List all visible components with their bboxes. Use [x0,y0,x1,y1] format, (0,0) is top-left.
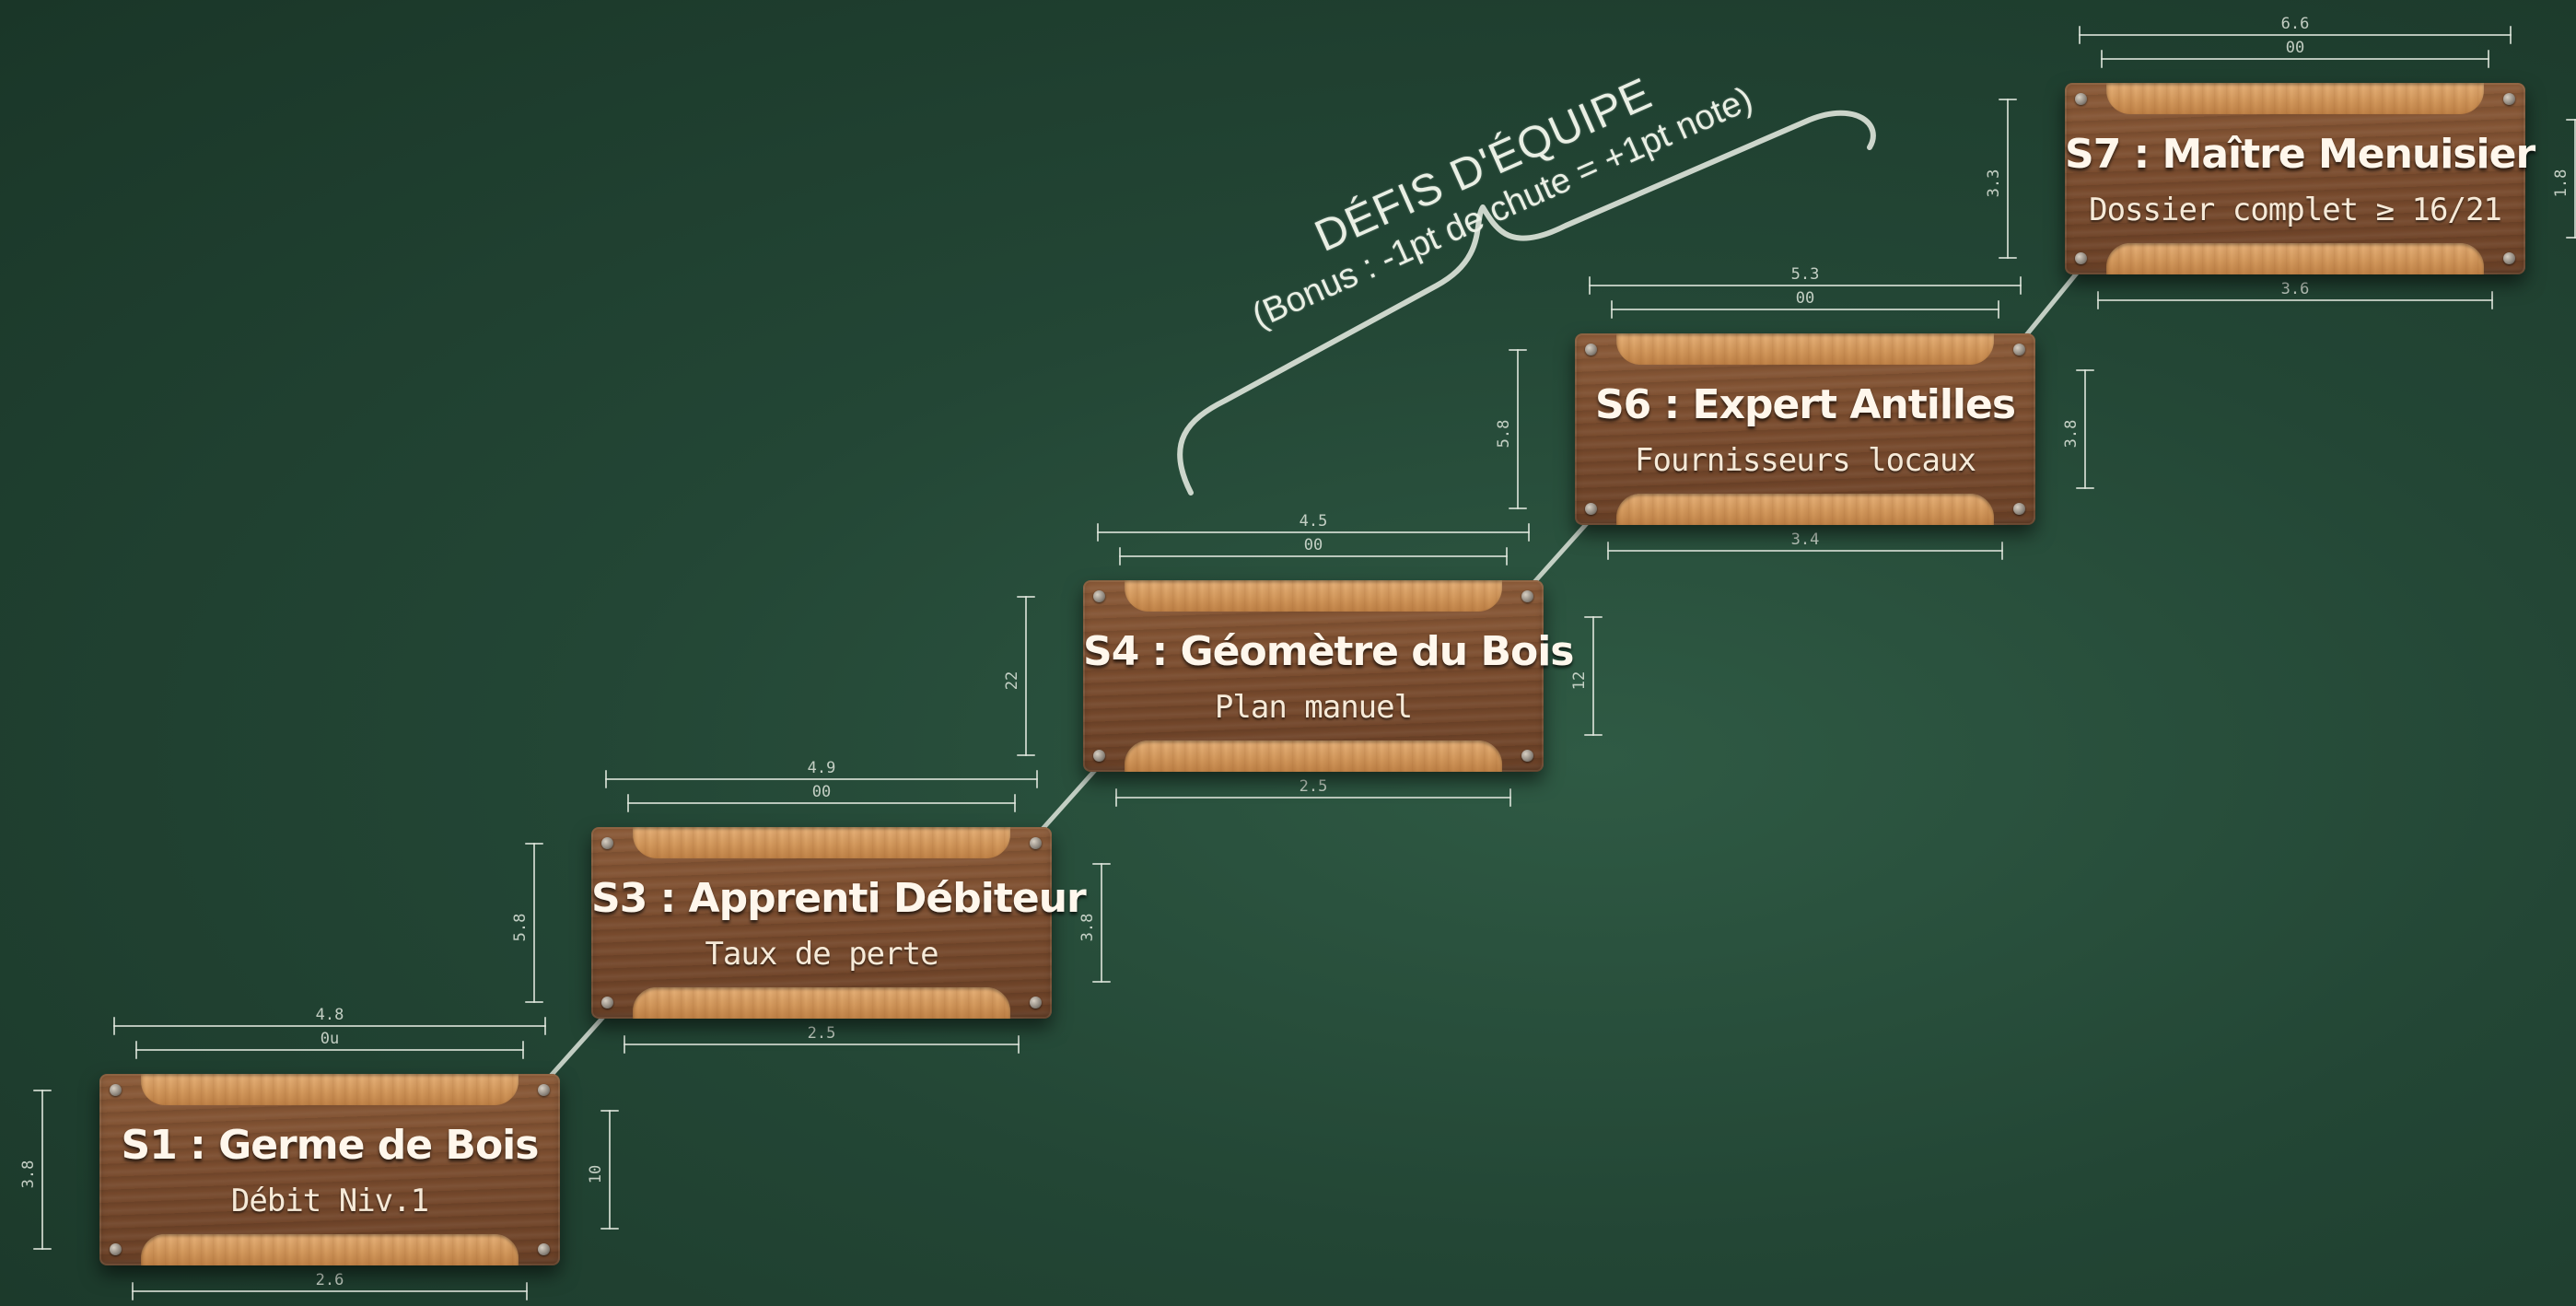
wood-inlay [141,1234,519,1265]
wood-inlay [1125,740,1502,772]
screw-icon [1093,750,1105,762]
screw-icon [2503,252,2515,264]
screw-icon [2013,503,2025,515]
dim-top-outer-label: 5.3 [1791,265,1820,284]
dim-right-label: 10 [587,1165,605,1184]
connector-line [1040,765,1100,832]
step-title: S1 : Germe de Bois [121,1122,540,1169]
step-plank-s4: S4 : Géomètre du Bois Plan manuel [1083,580,1574,772]
dim-top-inner-label: 00 [812,783,831,801]
dim-top-outer-label: 4.9 [808,759,836,777]
screw-icon [2075,252,2087,264]
dim-right-label: 12 [1570,671,1589,690]
dim-right-label: 3.8 [1078,914,1097,942]
dim-top-inner-label: 00 [2286,39,2304,57]
dim-top-inner-label: 0u [321,1030,339,1048]
screw-icon [538,1243,550,1255]
step-subtitle: Débit Niv.1 [230,1183,429,1219]
dim-left-label: 5.8 [511,914,530,942]
step-title: S3 : Apprenti Débiteur [591,875,1087,922]
connector-line [2023,268,2081,338]
dim-top-outer-label: 4.5 [1300,512,1328,531]
wood-inlay [633,827,1010,858]
dim-bottom-label: 3.6 [2281,280,2310,298]
wood-inlay [1616,333,1994,365]
dim-bottom-label: 3.4 [1791,531,1820,549]
screw-icon [110,1084,122,1096]
dim-top-inner-label: 00 [1796,289,1814,308]
dim-right-label: 3.8 [2062,420,2081,449]
step-plank-s6: S6 : Expert Antilles Fournisseurs locaux [1575,333,2035,525]
step-subtitle: Taux de perte [705,936,938,973]
screw-icon [110,1243,122,1255]
step-plank-s3: S3 : Apprenti Débiteur Taux de perte [591,827,1087,1019]
step-title: S4 : Géomètre du Bois [1083,628,1574,675]
screw-icon [2013,344,2025,356]
connector-lines [548,268,2081,1079]
screw-icon [1585,503,1597,515]
wood-inlay [141,1074,519,1105]
dim-bottom-label: 2.6 [316,1271,344,1289]
dim-bottom-label: 2.5 [1300,777,1328,796]
wood-inlay [1125,580,1502,612]
step-title: S6 : Expert Antilles [1594,381,2016,428]
dim-left-label: 22 [1003,671,1021,690]
step-plank-s1: S1 : Germe de Bois Débit Niv.1 [99,1074,560,1265]
connector-line [548,1012,608,1079]
step-subtitle: Fournisseurs locaux [1635,442,1976,479]
dim-left-label: 3.8 [19,1160,38,1189]
step-plank-s7: S7 : Maître Menuisier Dossier complet ≥ … [2065,83,2535,274]
screw-icon [1030,837,1042,849]
screw-icon [538,1084,550,1096]
screw-icon [601,837,613,849]
step-title: S7 : Maître Menuisier [2065,131,2535,178]
curly-brace [1177,110,1876,496]
dim-top-outer-label: 6.6 [2281,15,2310,33]
dim-top-inner-label: 00 [1304,536,1323,554]
dim-bottom-label: 2.5 [808,1024,836,1043]
screw-icon [1585,344,1597,356]
dim-right-label: 1.8 [2552,169,2570,198]
step-subtitle: Dossier complet ≥ 16/21 [2089,192,2502,228]
connector-line [1532,519,1591,585]
dim-left-label: 3.3 [1985,169,2003,198]
dimension-lines: 4.8 0u 3.8 10 2.6 4.9 00 5.8 3.8 2.5 4.5 00 22 12 2.5 5… [19,15,2576,1300]
screw-icon [1093,590,1105,602]
screw-icon [1521,590,1533,602]
screw-icon [601,997,613,1009]
wood-inlay [1616,494,1994,525]
screw-icon [2503,93,2515,105]
wood-inlay [633,987,1010,1019]
step-subtitle: Plan manuel [1214,689,1413,726]
dim-left-label: 5.8 [1495,420,1513,449]
dim-top-outer-label: 4.8 [316,1006,344,1024]
screw-icon [1030,997,1042,1009]
screw-icon [2075,93,2087,105]
wood-inlay [2106,243,2484,274]
wood-inlay [2106,83,2484,114]
screw-icon [1521,750,1533,762]
